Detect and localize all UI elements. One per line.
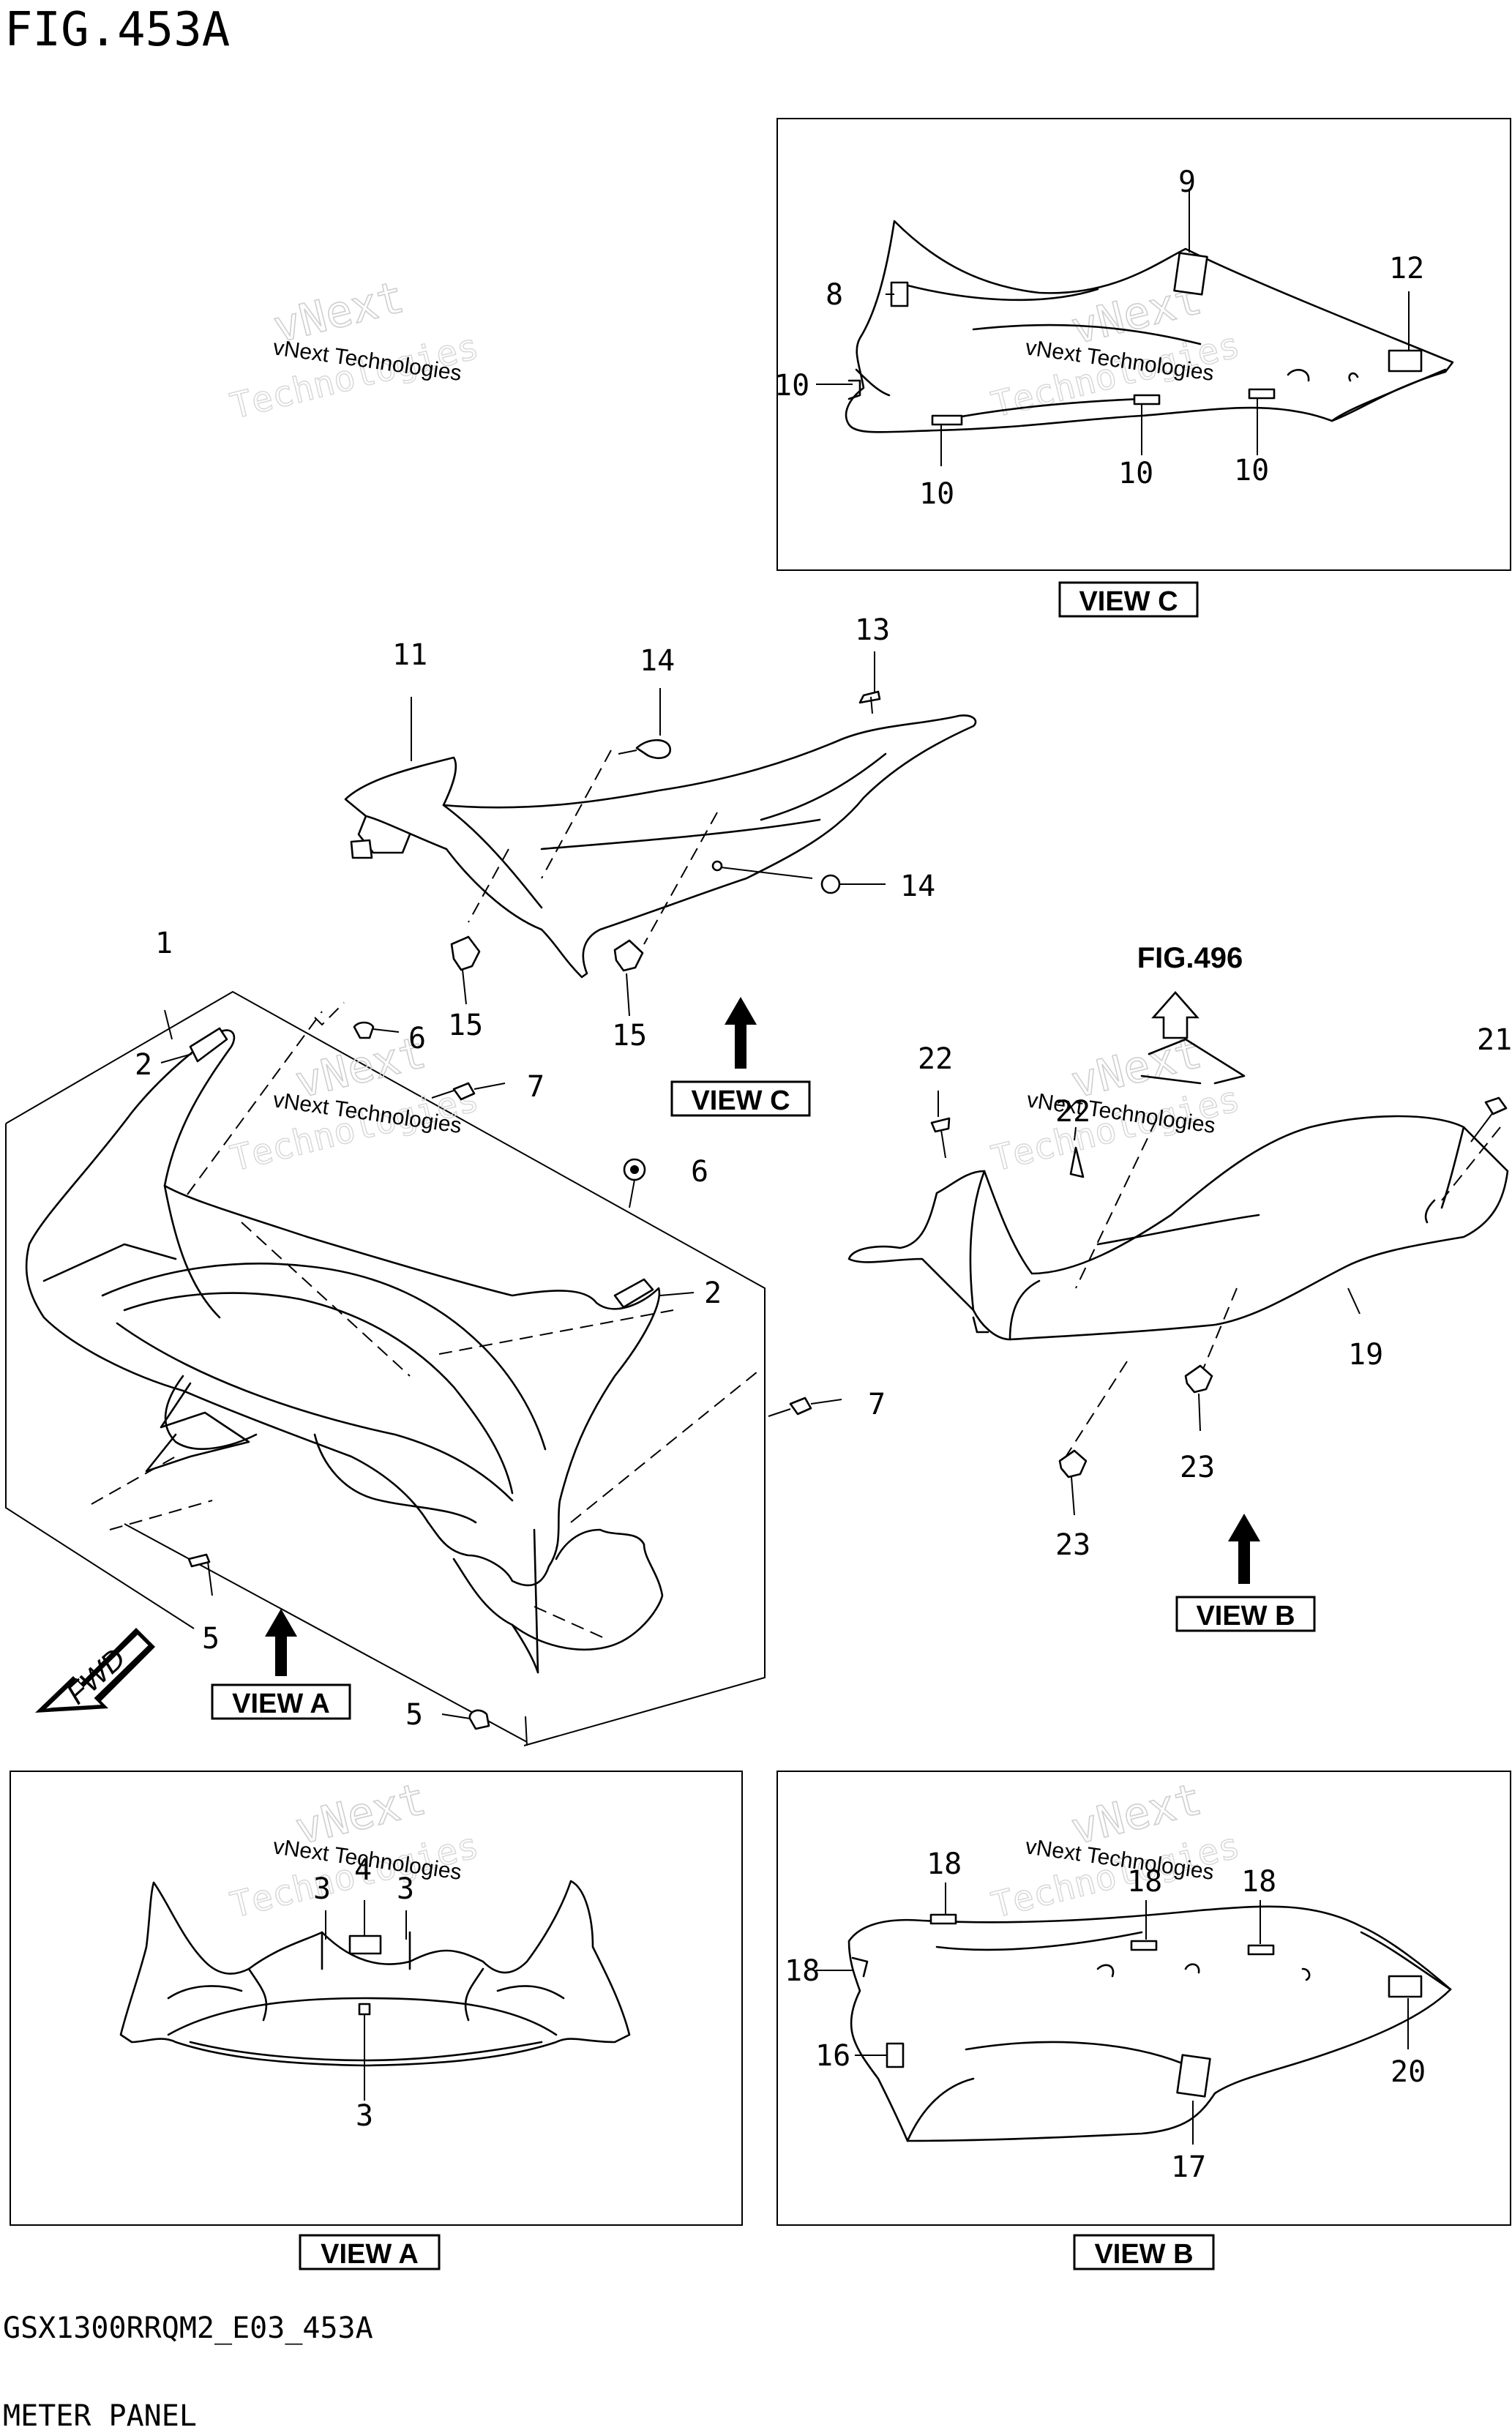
svg-text:VIEW B: VIEW B: [1094, 2239, 1193, 2270]
view-c-label: VIEW C: [691, 1085, 790, 1116]
callout-6b: 6: [691, 1155, 708, 1189]
view-b-label-bottom: VIEW B: [1073, 2234, 1215, 2270]
callout-10a: 10: [774, 369, 809, 403]
watermark-view-a: vNext Technologies vNext Technologies: [226, 1773, 483, 1926]
callout-20: 20: [1391, 2055, 1426, 2089]
callout-17: 17: [1171, 2150, 1206, 2184]
view-b-arrow: VIEW B: [1175, 1514, 1316, 1632]
view-a-arrow: VIEW A: [211, 1609, 351, 1720]
view-c-arrow: VIEW C: [670, 997, 811, 1117]
callout-18b: 18: [1127, 1865, 1162, 1899]
callout-10c: 10: [1118, 457, 1153, 490]
fwd-arrow-icon: FWD: [35, 1628, 155, 1713]
callout-21: 21: [1477, 1023, 1512, 1057]
callout-23a: 23: [1180, 1451, 1215, 1484]
callout-16: 16: [815, 2039, 850, 2073]
inner-cover-assembly: [344, 651, 977, 1017]
callout-19: 19: [1348, 1338, 1383, 1372]
callout-2b: 2: [704, 1276, 722, 1310]
figure-title: FIG.453A: [4, 3, 230, 57]
callout-9: 9: [1178, 165, 1196, 199]
callout-22a: 22: [918, 1042, 953, 1076]
view-c-label-top: VIEW C: [1058, 581, 1199, 618]
watermark-view-b: vNext Technologies vNext Technologies: [987, 1773, 1244, 1926]
view-c-frame: [776, 118, 1511, 571]
cover-assembly-right: FIG.496 vNext Technologies vNext Technol…: [847, 942, 1509, 1516]
callout-8: 8: [826, 278, 843, 312]
callout-10b: 10: [919, 477, 954, 511]
callout-12: 12: [1389, 252, 1424, 285]
callout-5b: 5: [405, 1698, 423, 1732]
callout-4: 4: [354, 1853, 372, 1887]
view-c-leaders: [816, 190, 1410, 466]
callout-7b: 7: [868, 1388, 886, 1421]
callout-7a: 7: [527, 1070, 544, 1104]
svg-text:VIEW A: VIEW A: [321, 2239, 419, 2270]
fig-496-reference: FIG.496: [1137, 942, 1243, 974]
view-a-panel: vNext Technologies vNext Technologies 3 …: [10, 1771, 743, 2226]
view-c-cowl-inner: [845, 220, 1454, 433]
view-b-frame: [776, 1771, 1511, 2226]
watermark-main: vNext Technologies vNext Technologies: [226, 1026, 483, 1180]
section-name: METER PANEL: [3, 2399, 197, 2430]
view-c-watermark: vNext Technologies vNext Technologies vN…: [226, 271, 1244, 427]
view-b-panel: vNext Technologies vNext Technologies 18…: [776, 1771, 1511, 2226]
view-c-panel: vNext Technologies vNext Technologies vN…: [226, 118, 1511, 571]
callout-10d: 10: [1234, 454, 1269, 487]
svg-text:VIEW C: VIEW C: [1079, 586, 1178, 617]
callout-13: 13: [855, 613, 890, 647]
callout-18d: 18: [785, 1954, 820, 1988]
callout-15a: 15: [448, 1009, 483, 1042]
watermark-right: vNext Technologies vNext Technologies: [987, 1026, 1244, 1180]
view-a-label-bottom: VIEW A: [299, 2234, 441, 2270]
callout-11: 11: [392, 638, 427, 672]
callout-3c: 3: [356, 2099, 373, 2133]
callout-14b: 14: [900, 870, 935, 903]
callout-5a: 5: [202, 1622, 220, 1656]
callout-18a: 18: [927, 1847, 962, 1881]
callout-1: 1: [155, 927, 173, 960]
callout-14a: 14: [640, 644, 675, 678]
view-b-label-mid: VIEW B: [1196, 1601, 1295, 1631]
callout-22b: 22: [1055, 1095, 1090, 1129]
view-a-frame: [10, 1771, 743, 2226]
callout-15b: 15: [612, 1019, 647, 1053]
callout-23b: 23: [1055, 1528, 1090, 1562]
callout-3b: 3: [397, 1872, 414, 1906]
model-code: GSX1300RRQM2_E03_453A: [3, 2311, 373, 2345]
view-a-label-mid: VIEW A: [232, 1689, 330, 1719]
callout-18c: 18: [1241, 1865, 1276, 1899]
callout-2a: 2: [135, 1048, 152, 1082]
callout-6a: 6: [408, 1022, 426, 1055]
callout-3a: 3: [313, 1872, 331, 1906]
